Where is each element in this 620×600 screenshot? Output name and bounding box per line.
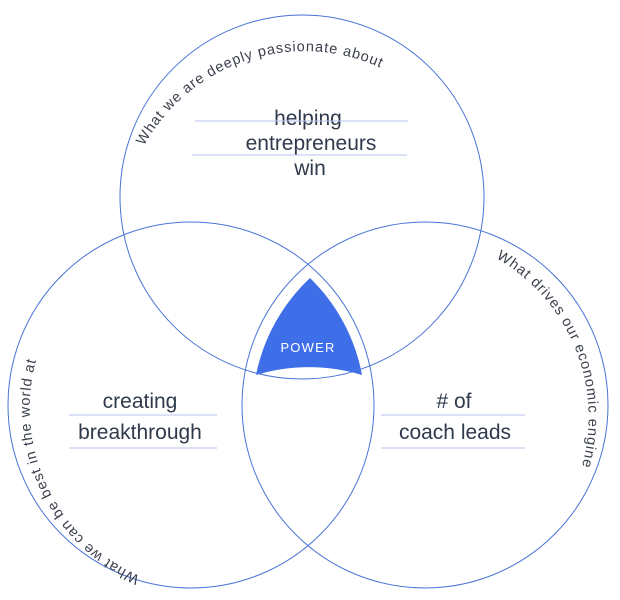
power-intersection	[256, 278, 362, 375]
left-line-1: creating	[103, 390, 178, 413]
top-circle	[119, 14, 485, 380]
top-line-3: win	[293, 157, 326, 180]
power-label: POWER	[280, 340, 335, 355]
right-circle	[241, 221, 609, 589]
left-line-2: breakthrough	[78, 421, 202, 444]
left-circle	[7, 221, 375, 589]
right-line-1: # of	[436, 390, 471, 413]
right-line-2: coach leads	[399, 421, 511, 444]
top-line-1: helping	[274, 107, 342, 130]
top-line-2: entrepreneurs	[246, 132, 377, 155]
